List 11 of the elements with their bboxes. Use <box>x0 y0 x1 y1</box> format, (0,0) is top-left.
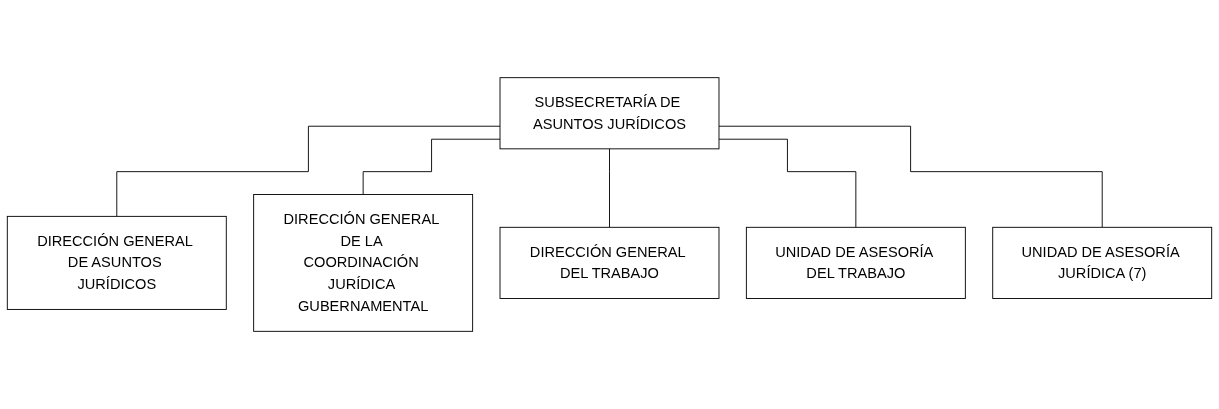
node-box: DIRECCIÓN GENERAL DE LA COORDINACIÓN JURÍDICA GUBERNAMENTAL <box>253 194 474 332</box>
node-box: DIRECCIÓN GENERAL DEL TRABAJO <box>499 226 720 299</box>
connector <box>718 125 1103 228</box>
node-box: UNIDAD DE ASESORÍA DEL TRABAJO <box>745 226 966 299</box>
connector <box>609 148 610 228</box>
node-box: DIRECCIÓN GENERAL DE ASUNTOS JURÍDICOS <box>6 215 227 310</box>
node-box: UNIDAD DE ASESORÍA JURÍDICA (7) <box>992 226 1213 299</box>
connector <box>116 125 501 217</box>
connector <box>718 138 857 228</box>
node-box: SUBSECRETARÍA DE ASUNTOS JURÍDICOS <box>499 77 720 150</box>
connector <box>362 138 501 195</box>
